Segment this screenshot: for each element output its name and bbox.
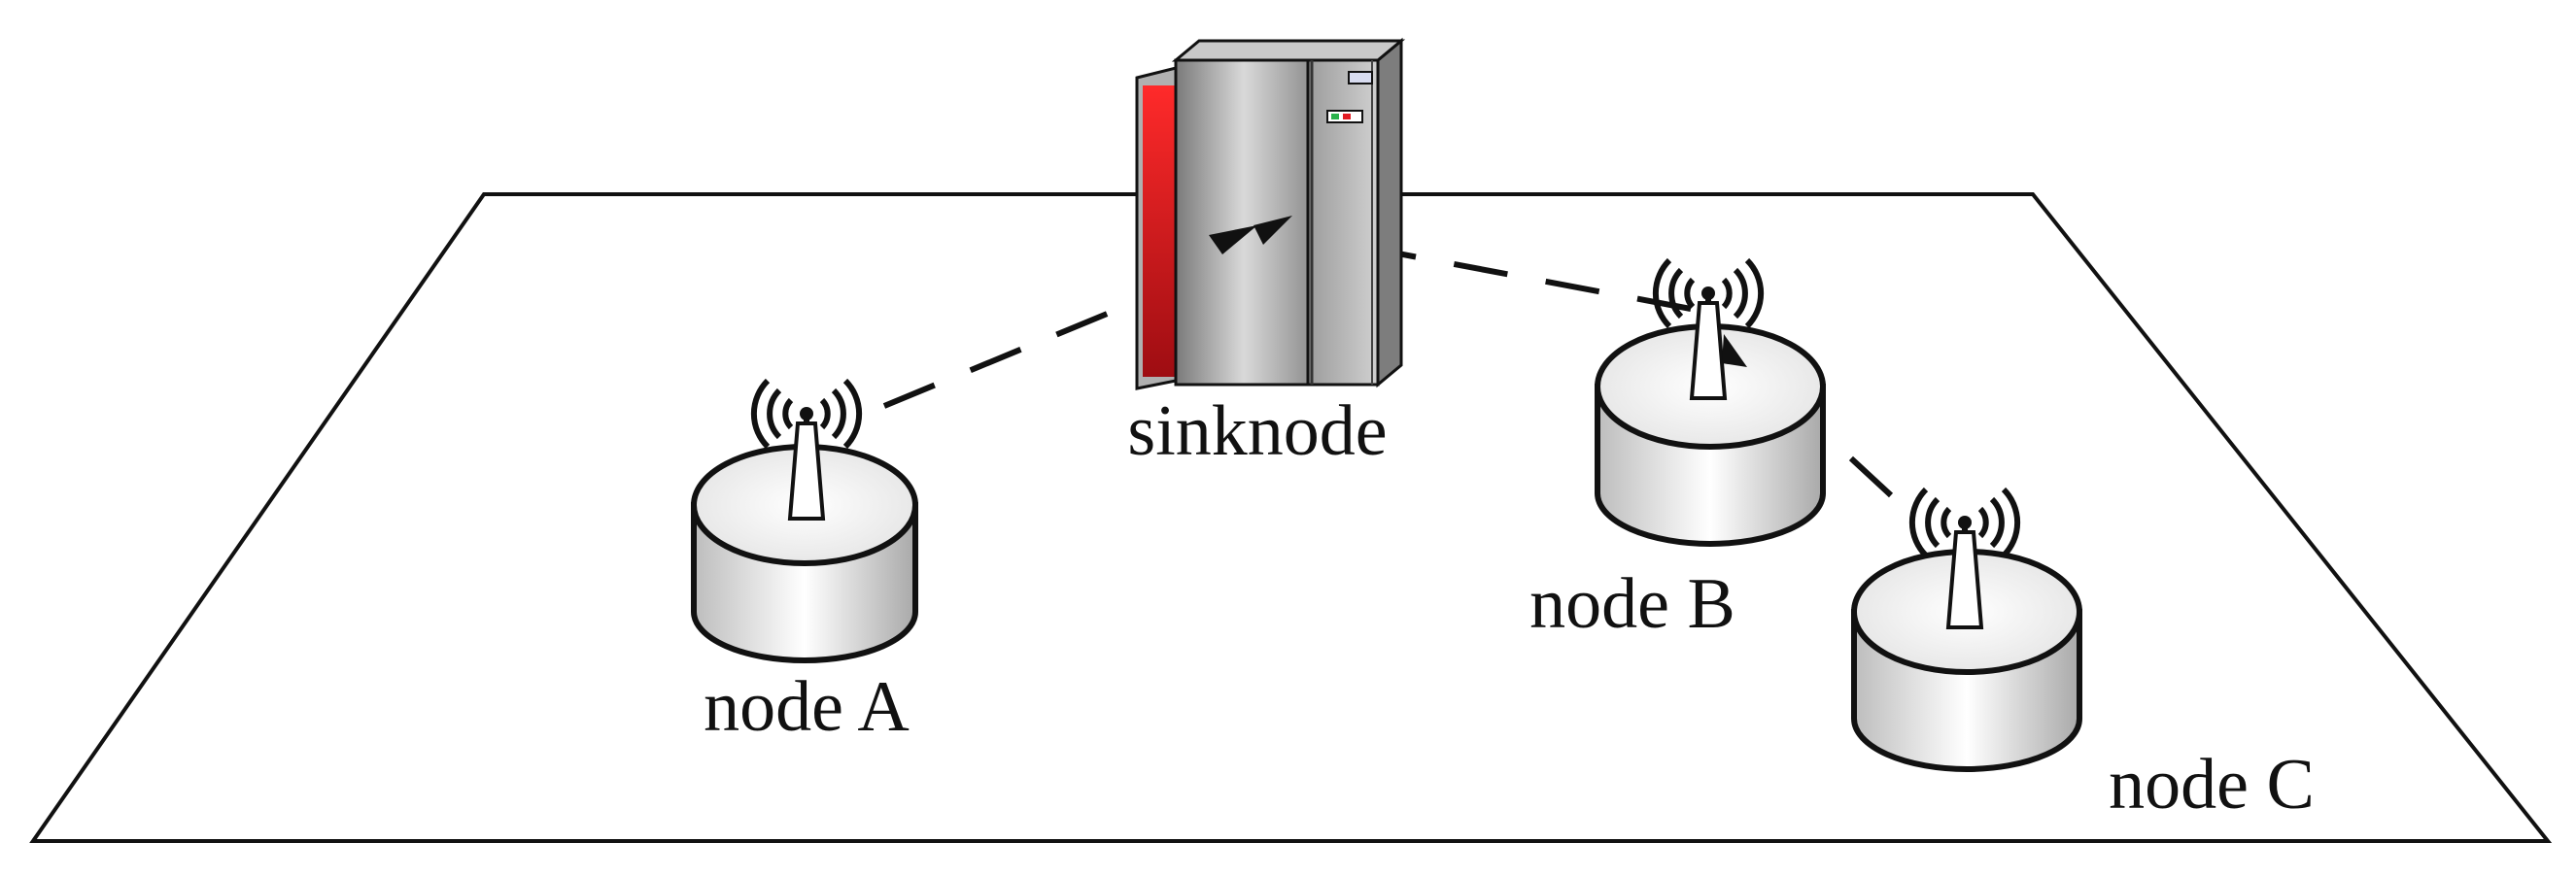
sinknode-server bbox=[1135, 37, 1406, 390]
node-b bbox=[1595, 260, 1826, 547]
sinknode-label: sinknode bbox=[1127, 391, 1387, 471]
node-a-label: node A bbox=[704, 667, 910, 747]
arrowhead-right bbox=[1254, 216, 1292, 245]
node-b-label: node B bbox=[1529, 564, 1735, 644]
link-c-to-b bbox=[1754, 368, 1894, 498]
arrowhead-b bbox=[1722, 334, 1747, 367]
node-c-label: node C bbox=[2109, 745, 2315, 825]
node-c bbox=[1851, 489, 2082, 772]
node-a bbox=[691, 381, 918, 663]
arrowhead-left bbox=[1209, 225, 1257, 254]
